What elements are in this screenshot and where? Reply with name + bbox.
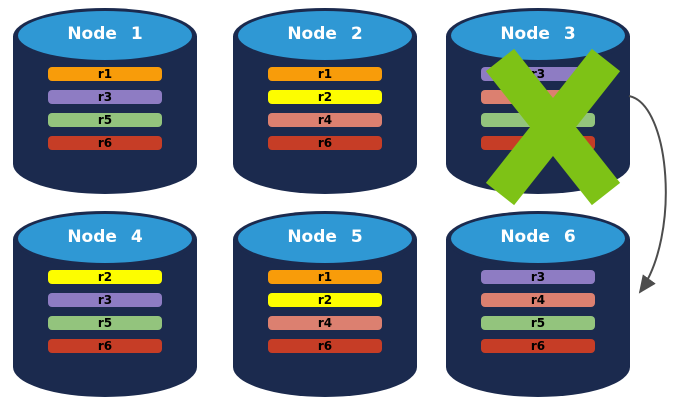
replica-bar: r2: [268, 90, 382, 104]
cylinder-top: [233, 211, 417, 268]
cylinder-top-face: [451, 11, 625, 60]
replica-bar: r6: [48, 136, 162, 150]
cylinder-top-face: [238, 11, 412, 60]
cylinder-top: [13, 211, 197, 268]
cylinder-top-face: [18, 214, 192, 263]
replica-bar: r6: [268, 136, 382, 150]
cylinder-top-face: [18, 11, 192, 60]
replica-bar: r5: [481, 316, 595, 330]
replica-bar: r5: [48, 113, 162, 127]
replica-bar: r6: [481, 339, 595, 353]
replica-bar: r2: [48, 270, 162, 284]
replica-bar: r4: [268, 113, 382, 127]
node-label: Node 6: [500, 227, 576, 247]
node-label: Node 1: [67, 24, 143, 44]
replica-bar: r5: [48, 316, 162, 330]
db-node-2: Node 2 r1 r2 r4 r6: [233, 8, 417, 194]
node-label: Node 2: [287, 24, 363, 44]
db-node-3: Node 3 r3 r4 r5 r6: [446, 8, 630, 206]
replica-list: r1 r2 r4 r6: [233, 270, 417, 353]
replica-list: r3 r4 r5 r6: [446, 270, 630, 353]
node-label: Node 3: [500, 24, 576, 44]
replica-list: r1 r2 r4 r6: [233, 67, 417, 150]
replica-bar: r6: [48, 339, 162, 353]
failure-x-icon: [485, 48, 621, 206]
db-node-6: Node 6 r3 r4 r5 r6: [446, 211, 630, 397]
replica-bar: r1: [268, 67, 382, 81]
replica-bar: r3: [48, 293, 162, 307]
replica-bar: r3: [481, 270, 595, 284]
cylinder-top: [233, 8, 417, 65]
replica-bar: r1: [48, 67, 162, 81]
replica-bar: r4: [268, 316, 382, 330]
replica-bar: r3: [48, 90, 162, 104]
cylinder-top: [446, 211, 630, 268]
node-label: Node 5: [287, 227, 363, 247]
cylinder-top-face: [451, 214, 625, 263]
replica-bar: r2: [268, 293, 382, 307]
replica-bar: r1: [268, 270, 382, 284]
cylinder-top-face: [238, 214, 412, 263]
replica-bar: r4: [481, 293, 595, 307]
db-node-4: Node 4 r2 r3 r5 r6: [13, 211, 197, 397]
cylinder-top: [13, 8, 197, 65]
cylinder-top: [446, 8, 630, 65]
node-label: Node 4: [67, 227, 143, 247]
db-node-5: Node 5 r1 r2 r4 r6: [233, 211, 417, 397]
replica-list: r1 r3 r5 r6: [13, 67, 197, 150]
replica-list: r2 r3 r5 r6: [13, 270, 197, 353]
db-node-1: Node 1 r1 r3 r5 r6: [13, 8, 197, 194]
replica-bar: r6: [268, 339, 382, 353]
